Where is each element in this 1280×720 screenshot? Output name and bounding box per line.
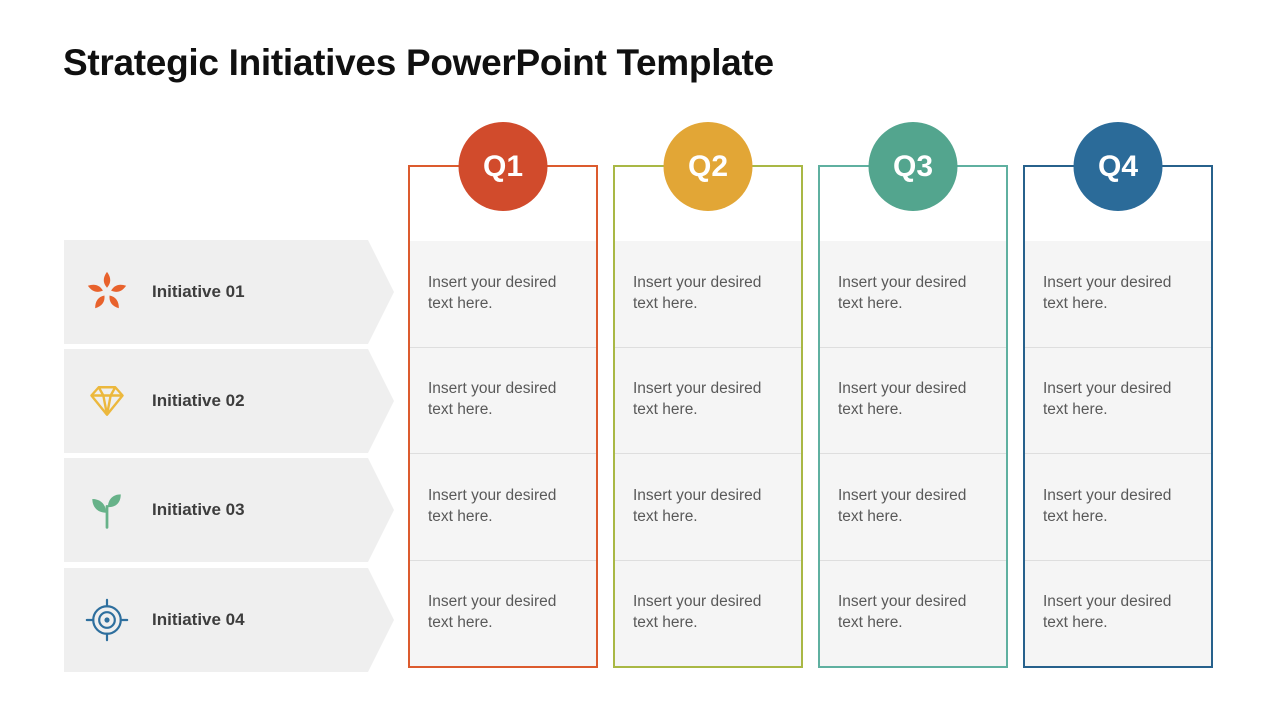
text-placeholder-cell: Insert your desired text here.	[820, 241, 1006, 347]
text-placeholder-cell: Insert your desired text here.	[615, 559, 801, 666]
slide-title: Strategic Initiatives PowerPoint Templat…	[63, 42, 774, 83]
initiative-label: Initiative 03	[152, 500, 245, 519]
cell-text: Insert your desired text here.	[838, 593, 967, 632]
quarter-label: Q4	[1097, 149, 1139, 183]
column-cells: Insert your desired text here. Insert yo…	[615, 241, 801, 666]
text-placeholder-cell: Insert your desired text here.	[615, 453, 801, 560]
initiative-row-01: Initiative 01	[64, 240, 394, 344]
column-cells: Insert your desired text here. Insert yo…	[1025, 241, 1211, 666]
teamwork-icon	[84, 269, 130, 315]
cell-text: Insert your desired text here.	[428, 593, 557, 632]
initiative-row-03: Initiative 03	[64, 458, 394, 562]
text-placeholder-cell: Insert your desired text here.	[410, 453, 596, 560]
cell-text: Insert your desired text here.	[428, 486, 557, 525]
cell-text: Insert your desired text here.	[838, 486, 967, 525]
cell-text: Insert your desired text here.	[1043, 486, 1172, 525]
quarter-label: Q2	[687, 149, 729, 183]
quarter-column-q2: Q2 Insert your desired text here. Insert…	[613, 122, 803, 668]
quarter-column-q3: Q3 Insert your desired text here. Insert…	[818, 122, 1008, 668]
cell-text: Insert your desired text here.	[838, 273, 967, 312]
diamond-icon	[84, 378, 130, 424]
text-placeholder-cell: Insert your desired text here.	[1025, 453, 1211, 560]
cell-text: Insert your desired text here.	[633, 486, 762, 525]
quarter-column-q4: Q4 Insert your desired text here. Insert…	[1023, 122, 1213, 668]
quarter-column-q1: Q1 Insert your desired text here. Insert…	[408, 122, 598, 668]
initiative-label: Initiative 02	[152, 391, 245, 410]
text-placeholder-cell: Insert your desired text here.	[410, 241, 596, 347]
quarter-badge-q2: Q2	[663, 122, 753, 211]
text-placeholder-cell: Insert your desired text here.	[410, 346, 596, 453]
target-icon	[84, 597, 130, 643]
text-placeholder-cell: Insert your desired text here.	[820, 346, 1006, 453]
cell-text: Insert your desired text here.	[633, 593, 762, 632]
plant-icon	[84, 487, 130, 533]
initiative-row-02: Initiative 02	[64, 349, 394, 453]
column-cells: Insert your desired text here. Insert yo…	[410, 241, 596, 666]
cell-text: Insert your desired text here.	[633, 273, 762, 312]
quarter-badge-q3: Q3	[868, 122, 958, 211]
cell-text: Insert your desired text here.	[838, 380, 967, 419]
quarter-label: Q3	[892, 149, 934, 183]
initiative-label: Initiative 01	[152, 282, 245, 301]
text-placeholder-cell: Insert your desired text here.	[820, 559, 1006, 666]
text-placeholder-cell: Insert your desired text here.	[615, 241, 801, 347]
text-placeholder-cell: Insert your desired text here.	[1025, 559, 1211, 666]
text-placeholder-cell: Insert your desired text here.	[410, 559, 596, 666]
cell-text: Insert your desired text here.	[1043, 380, 1172, 419]
text-placeholder-cell: Insert your desired text here.	[1025, 346, 1211, 453]
quarter-label: Q1	[482, 149, 524, 183]
text-placeholder-cell: Insert your desired text here.	[820, 453, 1006, 560]
quarter-badge-q1: Q1	[458, 122, 548, 211]
quarter-badge-q4: Q4	[1073, 122, 1163, 211]
text-placeholder-cell: Insert your desired text here.	[1025, 241, 1211, 347]
cell-text: Insert your desired text here.	[633, 380, 762, 419]
cell-text: Insert your desired text here.	[428, 273, 557, 312]
initiative-row-04: Initiative 04	[64, 568, 394, 672]
column-cells: Insert your desired text here. Insert yo…	[820, 241, 1006, 666]
cell-text: Insert your desired text here.	[428, 380, 557, 419]
text-placeholder-cell: Insert your desired text here.	[615, 346, 801, 453]
cell-text: Insert your desired text here.	[1043, 273, 1172, 312]
initiative-label: Initiative 04	[152, 610, 245, 629]
cell-text: Insert your desired text here.	[1043, 593, 1172, 632]
